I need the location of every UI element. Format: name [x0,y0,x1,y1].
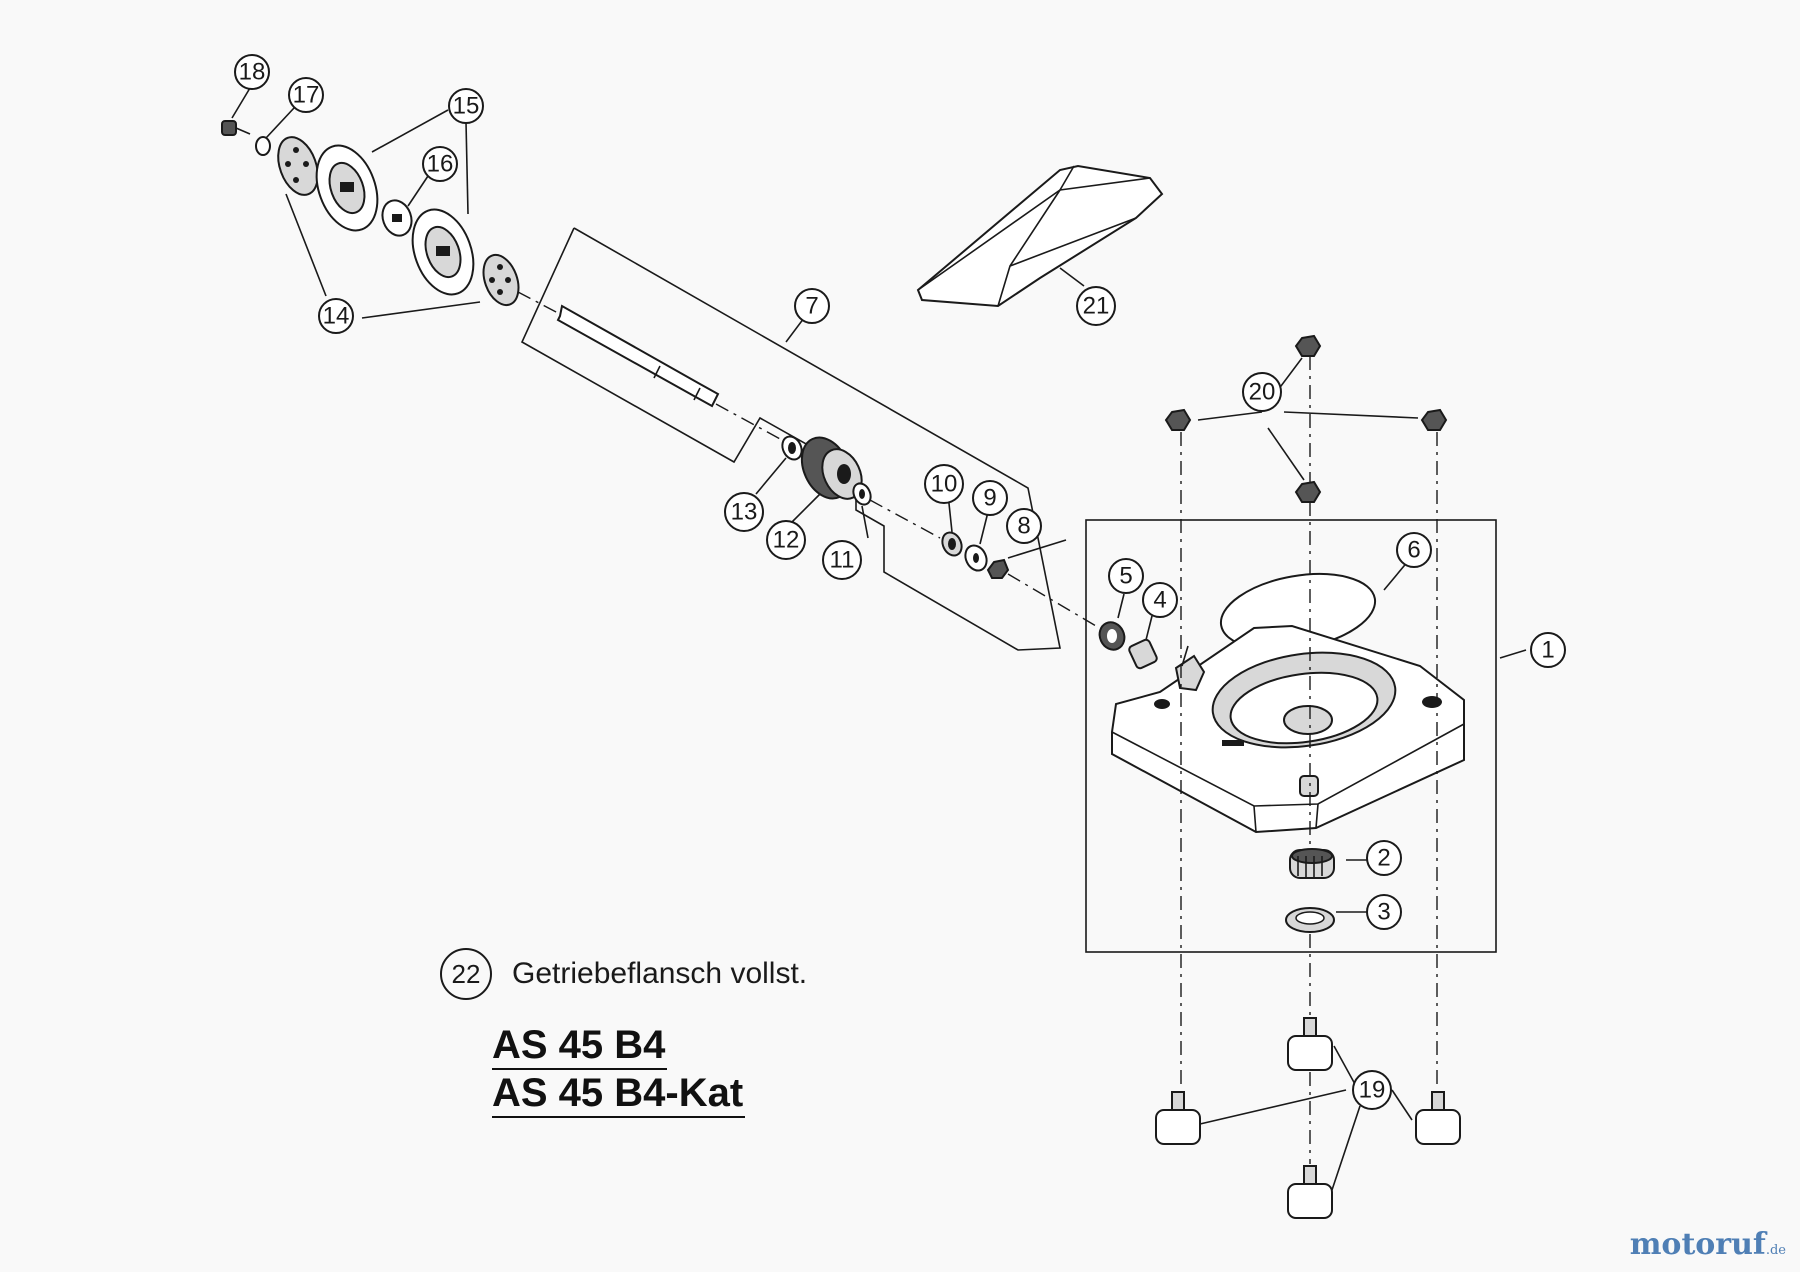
svg-text:15: 15 [453,93,480,120]
callout-19: 19 [1352,1070,1392,1110]
callout-6: 6 [1396,532,1432,568]
svg-text:9: 9 [983,485,996,512]
callout-8: 8 [1006,508,1042,544]
part-nut-8 [986,558,1010,579]
part-nuts-20 [1164,334,1448,503]
svg-text:7: 7 [805,293,818,320]
part-seal-ring-3 [1285,907,1335,933]
callout-7: 7 [794,288,830,324]
part-bushing-4 [1128,638,1158,670]
model-name-primary: AS 45 B4 [492,1022,668,1070]
svg-text:5: 5 [1119,563,1132,590]
part-washer-11 [852,482,872,506]
callout-12: 12 [766,520,806,560]
svg-text:19: 19 [1359,1077,1386,1104]
svg-text:14: 14 [323,303,350,330]
callout-21: 21 [1076,286,1116,326]
callout-15: 15 [448,88,484,124]
part-washer-9 [964,544,988,572]
svg-text:13: 13 [731,499,758,526]
assembly-box-1 [1085,519,1497,953]
part-friction-disc-14a [277,136,319,196]
callout-2: 2 [1366,840,1402,876]
assembly-box-7 [520,227,1061,651]
leader-lines [231,87,1527,1191]
part-screw-18 [221,120,251,136]
callout-16: 16 [422,146,458,182]
svg-text:8: 8 [1017,513,1030,540]
svg-text:1: 1 [1541,637,1554,664]
model-name-secondary: AS 45 B4-Kat [492,1070,746,1118]
svg-text:10: 10 [931,471,958,498]
callout-4: 4 [1142,582,1178,618]
part-rubber-feet-19 [1155,1017,1461,1219]
svg-text:12: 12 [773,527,800,554]
svg-text:16: 16 [427,151,454,178]
callout-1: 1 [1530,632,1566,668]
part-gear-housing-1 [1111,624,1465,834]
part-shaft-7 [556,304,783,441]
legend-number: 22 [440,948,492,1000]
part-needle-bearing-2 [1289,848,1335,879]
part-gear-12 [800,436,863,500]
legend-item-22: 22 Getriebeflansch vollst. [440,948,807,1000]
svg-text:17: 17 [293,82,320,109]
callout-17: 17 [288,77,324,113]
watermark-text: motoruf [1629,1227,1766,1262]
svg-text:4: 4 [1153,587,1166,614]
svg-text:20: 20 [1249,379,1276,406]
svg-text:18: 18 [239,59,266,86]
part-washer-17 [255,136,271,156]
callout-11: 11 [822,540,862,580]
callout-10: 10 [924,464,964,504]
watermark-suffix: .de [1765,1243,1786,1258]
callout-9: 9 [972,480,1008,516]
callout-5: 5 [1108,558,1144,594]
part-washer-13 [781,435,803,461]
callout-14: 14 [318,298,354,334]
svg-text:3: 3 [1377,899,1390,926]
part-cover-21 [916,164,1164,308]
svg-text:21: 21 [1083,293,1110,320]
callout-3: 3 [1366,894,1402,930]
watermark-logo: motoruf.de [1630,1227,1786,1262]
part-clutch-plate-15b [411,208,475,296]
callout-20: 20 [1242,372,1282,412]
callout-18: 18 [234,54,270,90]
svg-text:2: 2 [1377,845,1390,872]
callout-13: 13 [724,492,764,532]
svg-text:11: 11 [830,547,855,574]
legend-text: Getriebeflansch vollst. [512,957,808,990]
part-spacer-16 [381,199,413,237]
part-friction-disc-14b [482,253,520,307]
part-clutch-plate-15a [315,144,379,232]
part-seal-5 [1098,621,1126,651]
part-bearing-10 [941,531,963,557]
svg-text:6: 6 [1407,537,1420,564]
